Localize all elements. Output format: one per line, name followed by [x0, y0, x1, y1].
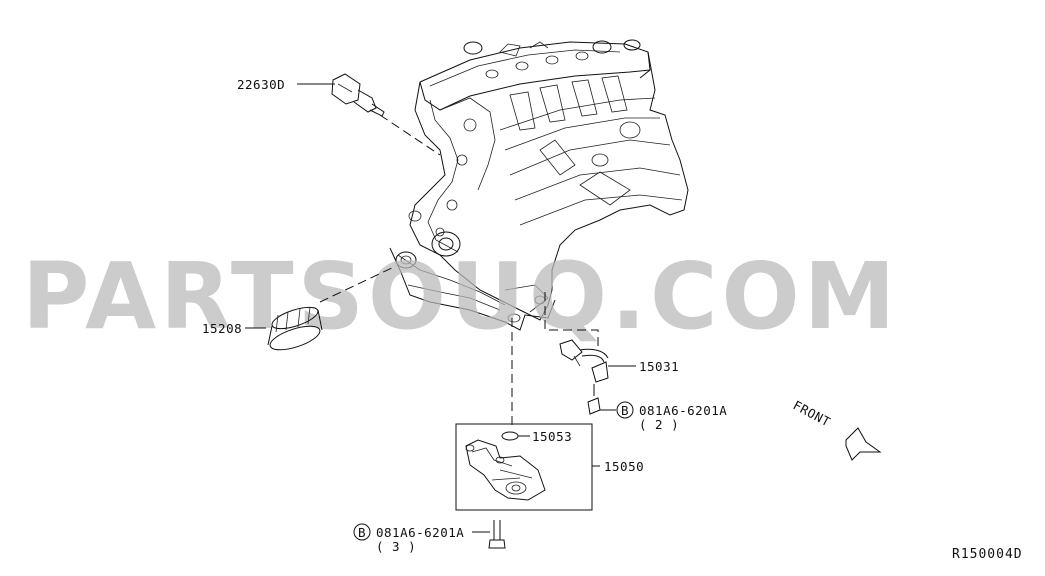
assembly-box-15050: [455, 423, 593, 511]
bolt-marker-upper: B: [621, 403, 629, 418]
dashed-line-22630d: [379, 114, 441, 156]
engine-block-illustration: [389, 39, 689, 331]
oil-pressure-switch-illustration: [331, 73, 385, 117]
part-number-15031: 15031: [639, 359, 679, 374]
part-number-15050: 15050: [604, 459, 644, 474]
part-number-22630d: 22630D: [237, 77, 285, 92]
bolt-number-lower: 081A6-6201A: [376, 525, 464, 540]
bolt-number-upper: 081A6-6201A: [639, 403, 727, 418]
bolt-marker-circle-lower: [353, 523, 371, 541]
oring-illustration: [501, 431, 519, 441]
oil-level-sensor-illustration: [559, 339, 609, 383]
part-number-15053: 15053: [532, 429, 572, 444]
bolt-qty-upper: ( 2 ): [639, 417, 679, 432]
reference-code: R150004D: [952, 547, 1023, 562]
dashed-line-15208: [319, 265, 397, 303]
bolt-marker-circle-upper: [616, 401, 634, 419]
bolt-illustration-lower: [488, 520, 506, 549]
bolt-illustration-upper: [587, 384, 601, 415]
front-label: FRONT: [791, 397, 833, 429]
watermark-text: PARTSOUQ.COM: [22, 243, 899, 350]
oil-cooler-illustration: [465, 439, 546, 501]
part-number-15208: 15208: [202, 321, 242, 336]
dashed-line-15031: [544, 292, 599, 350]
front-arrow-icon: [845, 427, 882, 461]
bolt-qty-lower: ( 3 ): [376, 539, 416, 554]
bolt-marker-lower: B: [358, 525, 366, 540]
oil-filter-illustration: [267, 306, 323, 351]
